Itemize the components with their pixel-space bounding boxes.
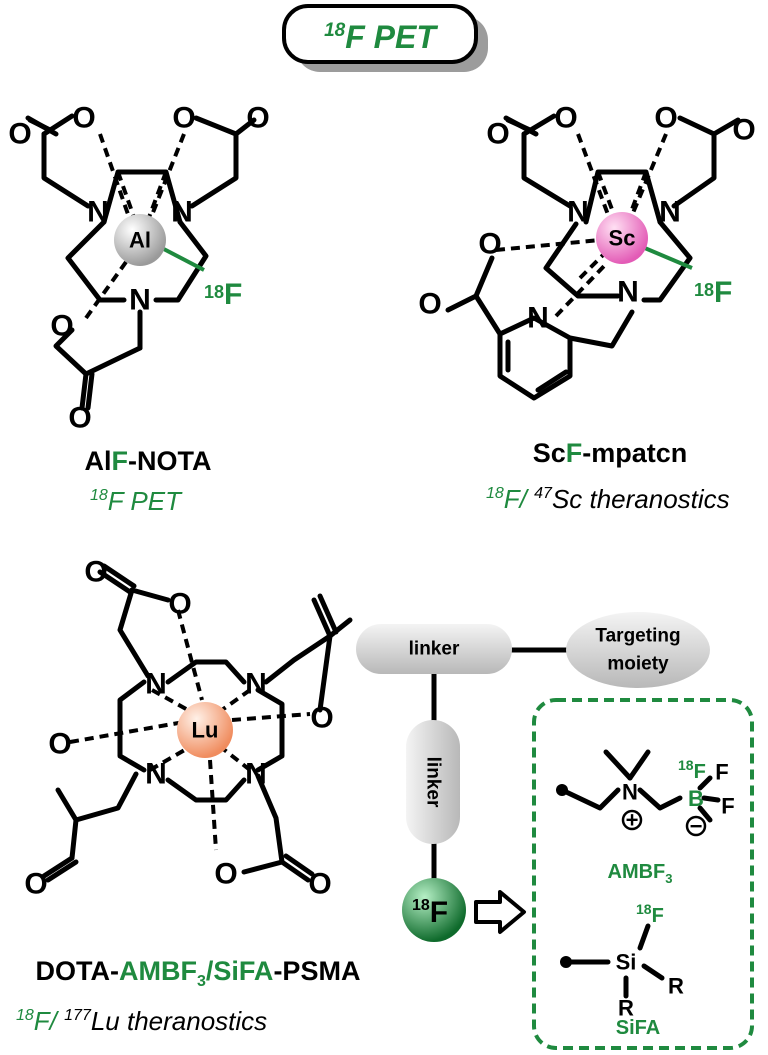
svg-text:N: N	[567, 196, 589, 229]
svg-text:O: O	[168, 588, 191, 621]
targeting-moiety	[566, 612, 710, 688]
svg-text:O: O	[246, 102, 269, 135]
svg-text:N: N	[245, 758, 267, 791]
svg-text:Si: Si	[616, 950, 637, 975]
svg-text:−: −	[690, 814, 703, 839]
lutetium-atom	[177, 702, 233, 758]
svg-text:18F: 18F	[636, 901, 664, 927]
scf-mpatcn-structure: Sc O O O O N N N O O N 18F	[418, 102, 756, 401]
svg-text:18F: 18F	[694, 276, 732, 309]
svg-text:F: F	[721, 794, 734, 819]
svg-text:O: O	[48, 728, 71, 761]
svg-text:O: O	[478, 228, 501, 261]
scf-f-symbol: F	[714, 276, 732, 309]
prosthetic-group-box: N + B 18F F F − AMBF3 Si 18F R R SiFA	[532, 698, 754, 1050]
svg-text:N: N	[622, 780, 638, 805]
svg-text:O: O	[8, 118, 31, 151]
svg-text:+: +	[626, 808, 639, 833]
svg-text:F: F	[715, 760, 728, 785]
svg-text:O: O	[554, 102, 577, 135]
svg-text:Targeting: Targeting	[595, 626, 680, 647]
scf-f-iso: 18	[694, 280, 714, 300]
svg-text:O: O	[654, 102, 677, 135]
svg-text:N: N	[659, 196, 681, 229]
al-symbol: Al	[129, 228, 151, 253]
svg-text:O: O	[486, 118, 509, 151]
sifa-label: SiFA	[616, 1017, 660, 1039]
svg-text:O: O	[50, 310, 73, 343]
svg-text:N: N	[527, 302, 549, 335]
svg-text:O: O	[214, 858, 237, 891]
alf-nota-label: AlF-NOTA	[85, 446, 212, 476]
svg-text:O: O	[68, 402, 91, 435]
svg-text:O: O	[72, 102, 95, 135]
scandium-atom	[596, 212, 648, 264]
svg-text:O: O	[418, 288, 441, 321]
lu-symbol: Lu	[192, 718, 219, 743]
dota-lu-structure: Lu O O N N N N O O O O O	[24, 556, 353, 901]
svg-text:R: R	[668, 974, 684, 999]
alf-f-symbol: F	[224, 278, 242, 311]
svg-text:N: N	[145, 668, 167, 701]
sc-symbol: Sc	[609, 226, 636, 251]
linker-vertical-label: linker	[423, 757, 444, 808]
alf-nota-subtitle: 18F PET	[90, 486, 183, 516]
fluorine-18-sphere	[402, 878, 466, 942]
svg-text:R: R	[618, 996, 634, 1021]
svg-text:N: N	[145, 758, 167, 791]
dota-subtitle: 18F/ 177Lu theranostics	[16, 1006, 267, 1036]
svg-text:O: O	[732, 114, 755, 147]
alf-f-iso: 18	[204, 282, 224, 302]
svg-text:moiety: moiety	[607, 654, 669, 675]
ambf3-label: AMBF3	[608, 861, 673, 886]
scf-mpatcn-label: ScF-mpatcn	[533, 438, 688, 468]
svg-text:18F: 18F	[412, 896, 448, 929]
dota-label: DOTA-AMBF3/SiFA-PSMA	[36, 956, 361, 990]
svg-text:N: N	[129, 284, 151, 317]
linker-vertical	[406, 720, 460, 844]
svg-text:N: N	[245, 668, 267, 701]
svg-text:O: O	[84, 556, 107, 589]
linker-horizontal	[356, 624, 512, 674]
svg-text:N: N	[171, 196, 193, 229]
scf-mpatcn-subtitle: 18F/ 47Sc theranostics	[486, 484, 730, 514]
svg-text:18F PET: 18F PET	[324, 19, 438, 55]
svg-text:18F: 18F	[204, 278, 242, 311]
alf-nota-structure: Al O O O O N N N O O 18F	[8, 102, 269, 435]
right-arrow-icon	[474, 890, 526, 934]
aluminum-atom	[114, 214, 166, 266]
linker-network: linker Targeting moiety linker 18F	[356, 612, 710, 942]
svg-text:18F: 18F	[678, 757, 706, 783]
header-iso: 18	[324, 20, 346, 41]
svg-text:B: B	[688, 786, 704, 811]
svg-text:O: O	[172, 102, 195, 135]
header-text: F PET	[345, 19, 438, 55]
svg-text:O: O	[24, 868, 47, 901]
header-badge: 18F PET	[282, 4, 488, 72]
svg-text:O: O	[310, 702, 333, 735]
svg-text:O: O	[308, 868, 331, 901]
svg-text:N: N	[87, 196, 109, 229]
svg-text:N: N	[617, 276, 639, 309]
linker-horizontal-label: linker	[409, 639, 460, 660]
